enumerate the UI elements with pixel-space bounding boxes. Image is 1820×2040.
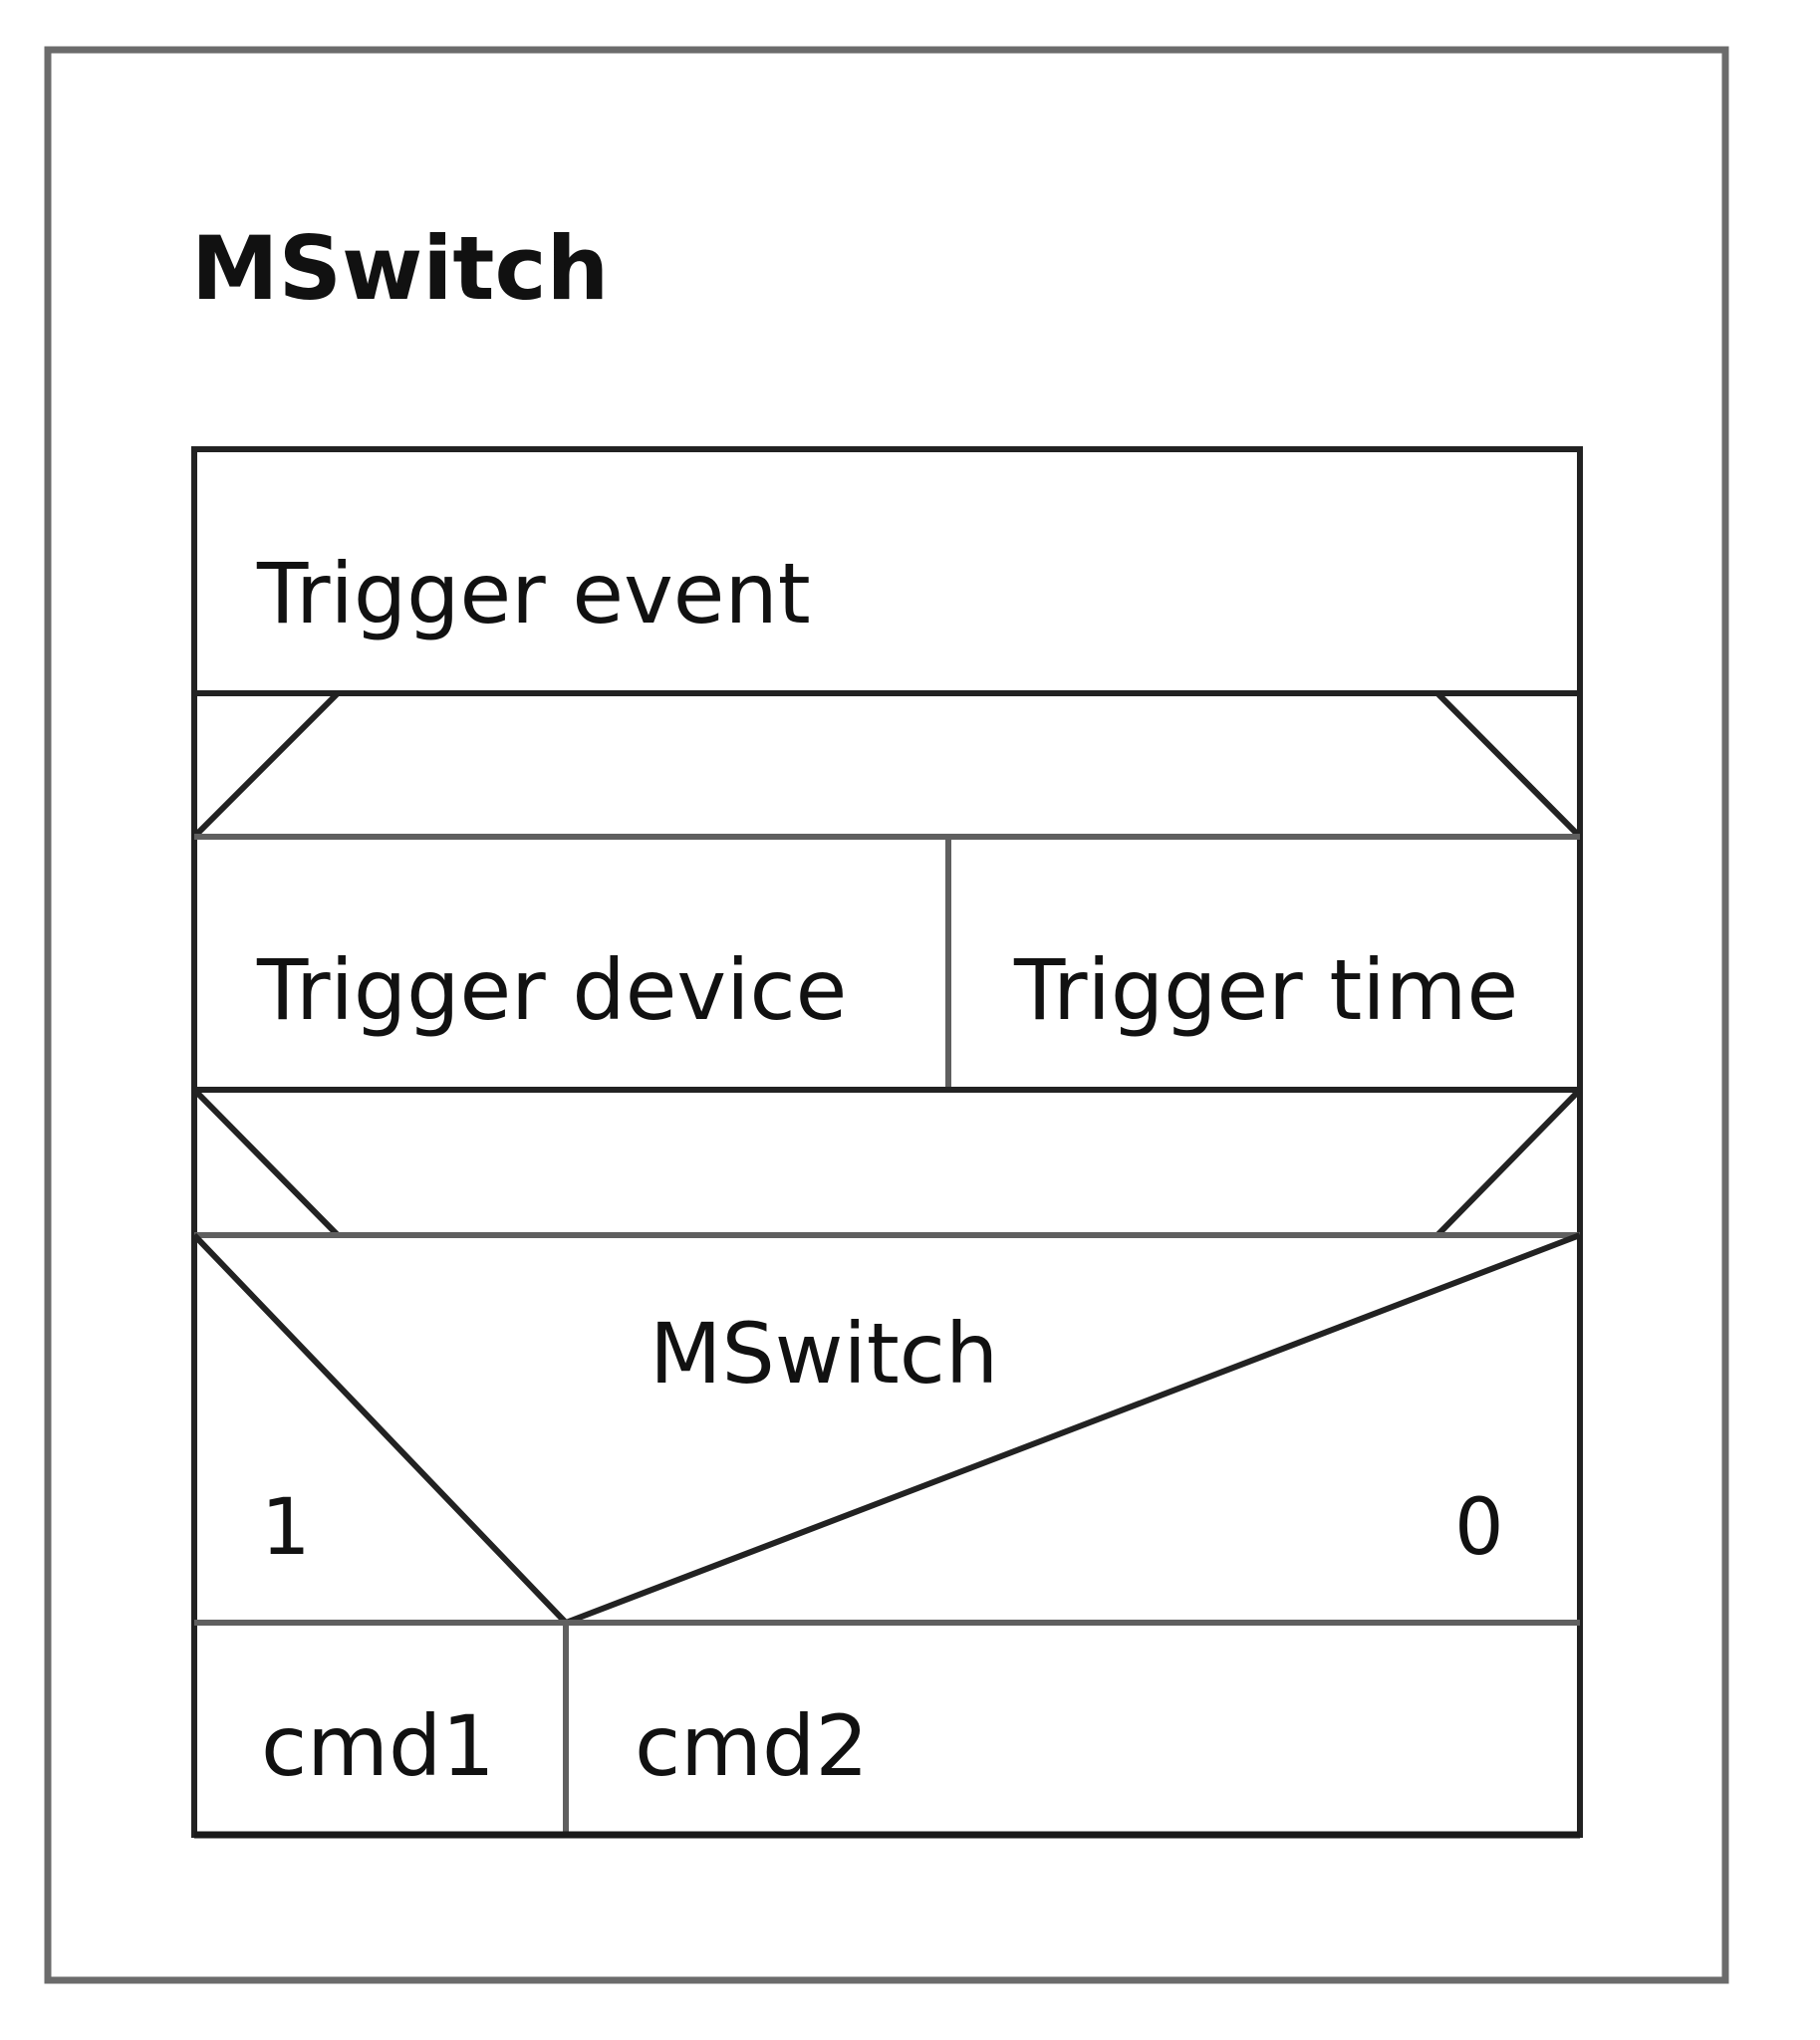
decision-label: MSwitch — [650, 1305, 998, 1402]
trigger-time-label: Trigger time — [1013, 941, 1518, 1039]
diagram-title: MSwitch — [191, 217, 609, 320]
trigger-device-label: Trigger device — [256, 941, 847, 1039]
parallel-join-right-diagonal — [1434, 1087, 1583, 1238]
command-right-label: cmd2 — [635, 1697, 869, 1795]
decision-left-diagonal — [191, 1232, 569, 1626]
structogram-frame — [191, 446, 1583, 1838]
decision-false-branch-label: 0 — [1454, 1483, 1504, 1573]
outer-frame — [44, 46, 1729, 1984]
parallel-join-left-diagonal — [191, 1087, 341, 1238]
decision-right-diagonal — [564, 1232, 1582, 1626]
command-left-label: cmd1 — [261, 1697, 495, 1795]
parallel-fork-left-diagonal — [191, 690, 341, 840]
trigger-event-label: Trigger event — [256, 545, 811, 642]
parallel-fork-right-diagonal — [1434, 690, 1583, 840]
decision-true-branch-label: 1 — [261, 1483, 311, 1573]
